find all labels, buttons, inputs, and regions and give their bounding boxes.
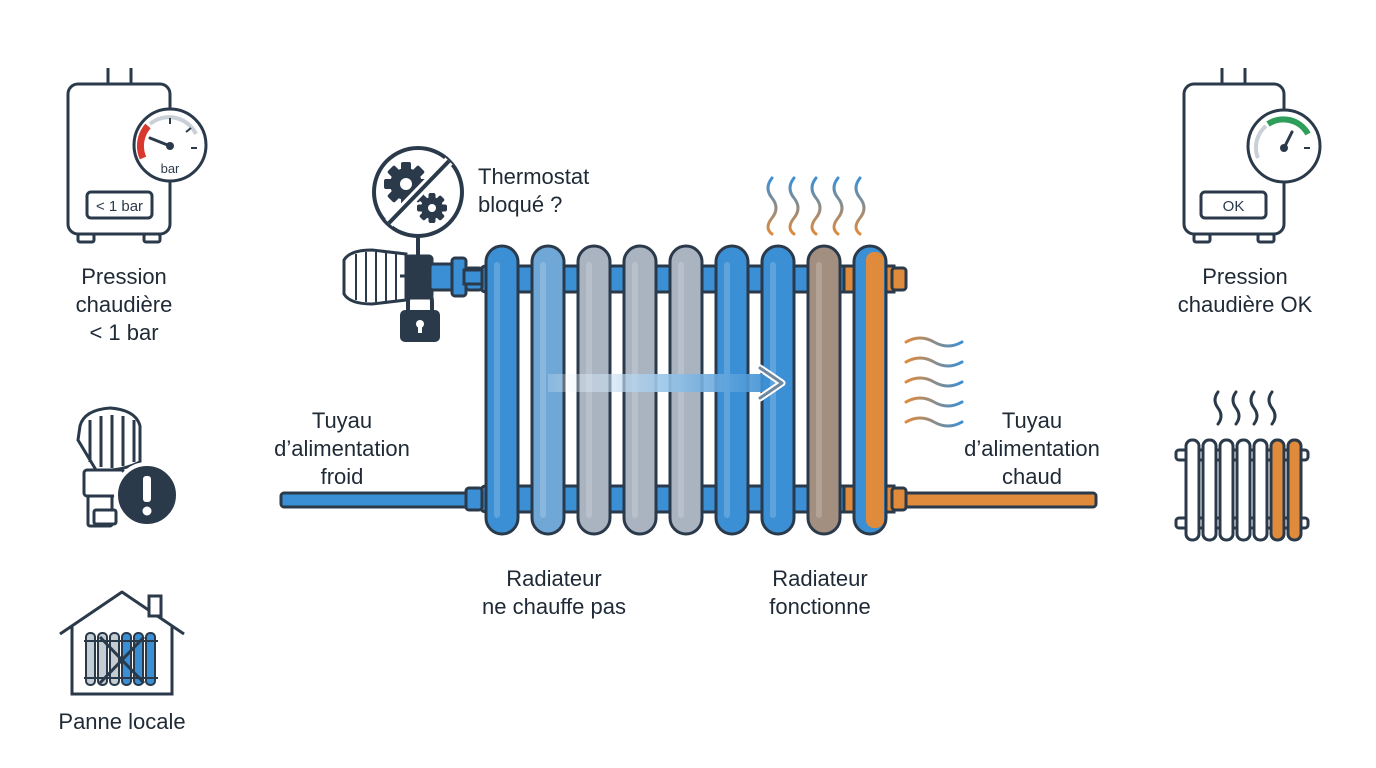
radiator-working-label: Radiateur fonctionne [769,566,871,619]
flow-arrow-icon [548,364,786,402]
heat-waves-icon [766,176,866,236]
alert-exclamation-icon [114,462,180,528]
boiler-low-pressure-icon [66,68,172,244]
boiler-display-text: < 1 bar [96,198,143,215]
radiator-column [484,244,520,536]
blocked-gear-icon [372,146,464,238]
radiator-icon [464,244,908,536]
house-radiator-fault-icon [59,590,185,696]
radiator-not-heating-label: Radiateur ne chauffe pas [482,566,626,619]
local-failure-label: Panne locale [58,709,186,734]
radiator-column [806,244,842,536]
boiler-ok-display-text: OK [1223,198,1245,215]
hot-pipe-label: Tuyau d’alimentation chaud [964,408,1100,489]
boiler-low-pressure-label: Pression chaudière < 1 bar [75,264,173,345]
pressure-gauge-ok-icon [1246,108,1322,184]
warm-radiator-icon [1174,390,1310,542]
hot-supply-pipe [898,491,1098,509]
thermostatic-valve-alert-icon [76,406,142,528]
cold-supply-pipe [279,491,489,509]
boiler-ok-label: Pression chaudière OK [1177,264,1313,317]
thermostat-blocked-label: Thermostat bloqué ? [478,164,590,217]
pressure-gauge-low-icon [132,107,208,183]
thermostat-valve-head [342,248,484,306]
padlock-icon [400,287,440,342]
side-heat-waves-icon [904,336,964,428]
gauge-unit-text: bar [161,161,180,176]
cold-pipe-label: Tuyau d’alimentation froid [274,408,410,489]
